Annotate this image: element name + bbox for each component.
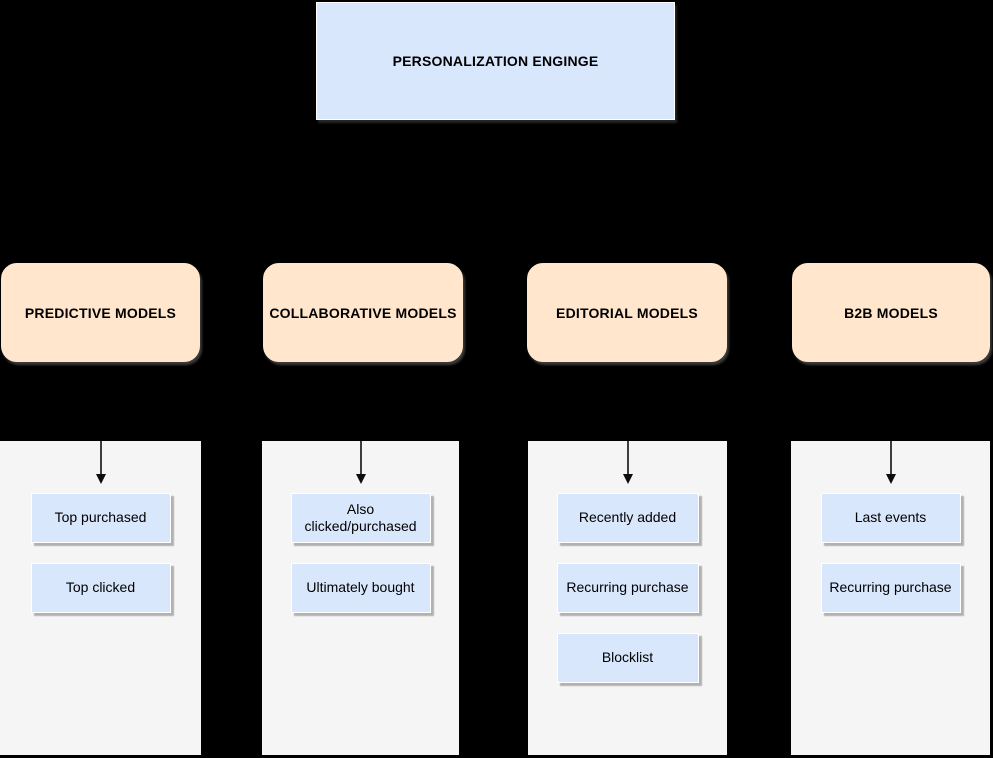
model-item-blocklist: Blocklist — [556, 633, 699, 683]
arrow-line — [99, 441, 102, 475]
model-item-label: Last events — [854, 509, 927, 526]
category-node-b2b-models: B2B MODELS — [792, 263, 990, 362]
arrow-head — [95, 474, 106, 484]
root-node-label: PERSONALIZATION ENGINGE — [392, 53, 599, 69]
category-label: COLLABORATIVE MODELS — [269, 304, 457, 321]
model-item-last-events: Last events — [820, 493, 961, 543]
model-item-label: Recently added — [578, 509, 677, 526]
category-node-predictive-models: PREDICTIVE MODELS — [1, 263, 200, 362]
arrow-line — [889, 441, 892, 475]
arrow-line — [359, 441, 362, 475]
down-arrow-icon — [884, 441, 898, 485]
model-item-label: Also clicked/purchased — [304, 500, 417, 535]
panel-predictive-models: Top purchased Top clicked — [0, 441, 201, 755]
category-node-collaborative-models: COLLABORATIVE MODELS — [263, 263, 463, 362]
panel-b2b-models: Last events Recurring purchase — [791, 441, 990, 755]
model-item-recurring-purchase: Recurring purchase — [556, 563, 699, 613]
down-arrow-icon — [621, 441, 635, 485]
model-item-label: Blocklist — [601, 649, 654, 666]
model-item-top-purchased: Top purchased — [30, 493, 171, 543]
category-label: PREDICTIVE MODELS — [24, 304, 177, 321]
down-arrow-icon — [94, 441, 108, 485]
model-item-top-clicked: Top clicked — [30, 563, 171, 613]
model-item-recurring-purchase: Recurring purchase — [820, 563, 961, 613]
model-item-label: Recurring purchase — [566, 579, 689, 596]
model-item-also-clicked-purchased: Also clicked/purchased — [290, 493, 431, 543]
arrow-head — [355, 474, 366, 484]
arrow-head — [885, 474, 896, 484]
panel-collaborative-models: Also clicked/purchased Ultimately bought — [262, 441, 459, 755]
model-item-label: Recurring purchase — [829, 579, 952, 596]
category-label: B2B MODELS — [844, 304, 938, 321]
model-item-label: Top clicked — [65, 579, 136, 596]
root-node-personalization-engine: PERSONALIZATION ENGINGE — [316, 2, 675, 120]
arrow-head — [622, 474, 633, 484]
model-item-label: Ultimately bought — [306, 579, 415, 596]
model-item-label: Top purchased — [54, 509, 147, 526]
category-node-editorial-models: EDITORIAL MODELS — [527, 263, 727, 362]
model-item-ultimately-bought: Ultimately bought — [290, 563, 431, 613]
down-arrow-icon — [354, 441, 368, 485]
model-item-recently-added: Recently added — [556, 493, 699, 543]
panel-editorial-models: Recently added Recurring purchase Blockl… — [528, 441, 727, 755]
arrow-line — [626, 441, 629, 475]
category-label: EDITORIAL MODELS — [556, 304, 698, 321]
